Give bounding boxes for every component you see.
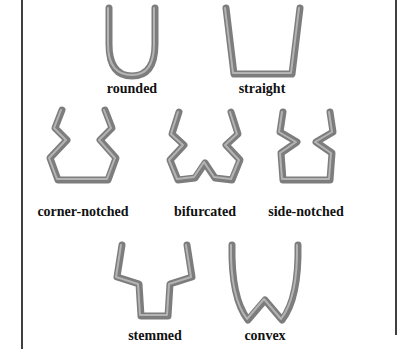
base-type-label: rounded [105, 81, 159, 97]
base-type-label: bifurcated [172, 204, 238, 220]
base-type-label: corner-notched [35, 204, 130, 220]
base-type-label: side-notched [266, 204, 345, 220]
base-type-label: convex [242, 328, 287, 344]
base-type-label: straight [237, 81, 288, 97]
base-type-label: stemmed [126, 328, 184, 344]
